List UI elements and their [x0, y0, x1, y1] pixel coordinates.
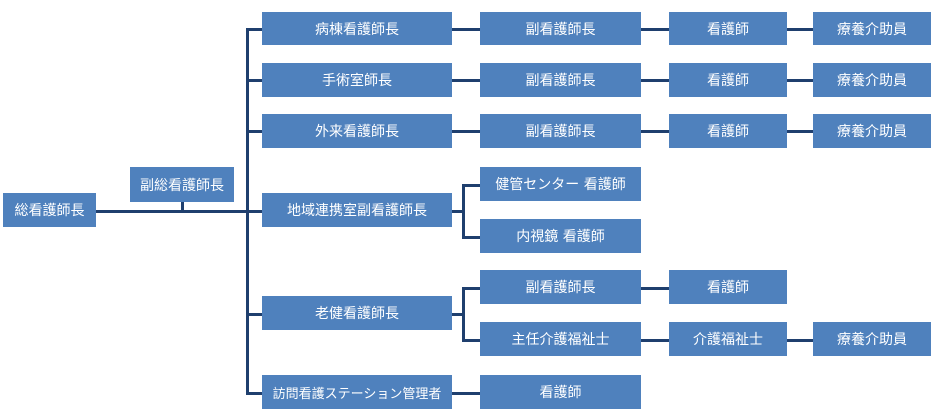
- connector-row2: [246, 79, 262, 82]
- connector-deputy-drop: [181, 202, 184, 210]
- connector-r3-c: [787, 130, 813, 133]
- node-outpatient-care-assistant: 療養介助員: [813, 114, 931, 148]
- node-deputy-director: 副総看護師長: [130, 167, 234, 202]
- node-community-deputy: 地域連携室副看護師長: [262, 193, 452, 227]
- node-ward-care-assistant: 療養介助員: [813, 12, 931, 45]
- connector-r6-a: [452, 392, 480, 395]
- connector-row6: [246, 392, 262, 395]
- connector-r4-bottom: [462, 236, 480, 239]
- node-visiting-manager: 訪問看護ステーション管理者: [262, 375, 452, 409]
- connector-r3-a: [452, 130, 480, 133]
- connector-row3: [246, 130, 262, 133]
- node-health-center-nurse: 健管センター 看護師: [480, 167, 641, 201]
- connector-r5-top-b: [641, 287, 669, 290]
- connector-r4-stub: [452, 210, 464, 213]
- connector-row4: [246, 210, 262, 213]
- node-visiting-nurse: 看護師: [480, 375, 641, 409]
- connector-r4-fork: [462, 184, 465, 238]
- connector-r5-bottom-b: [641, 339, 669, 342]
- connector-r3-b: [641, 130, 669, 133]
- connector-row1: [246, 28, 262, 31]
- node-surgery-head: 手術室師長: [262, 63, 452, 97]
- connector-r5-stub: [452, 313, 464, 316]
- node-ward-deputy: 副看護師長: [480, 12, 641, 45]
- connector-r5-top: [462, 287, 480, 290]
- node-surgery-deputy: 副看護師長: [480, 63, 641, 97]
- connector-r2-b: [641, 79, 669, 82]
- connector-r1-b: [641, 28, 669, 31]
- node-elderly-head: 老健看護師長: [262, 296, 452, 330]
- node-elderly-nurse: 看護師: [669, 270, 787, 304]
- connector-r4-top: [462, 184, 480, 187]
- node-director: 総看護師長: [3, 193, 96, 227]
- node-elderly-care-assistant: 療養介助員: [813, 322, 931, 356]
- connector-r1-c: [787, 28, 813, 31]
- connector-r1-a: [452, 28, 480, 31]
- connector-r5-bottom: [462, 339, 480, 342]
- node-surgery-care-assistant: 療養介助員: [813, 63, 931, 97]
- connector-director-trunk: [96, 210, 248, 213]
- node-surgery-nurse: 看護師: [669, 63, 787, 97]
- node-outpatient-nurse: 看護師: [669, 114, 787, 148]
- node-care-worker: 介護福祉士: [669, 322, 787, 356]
- node-outpatient-head: 外来看護師長: [262, 114, 452, 148]
- connector-r5-fork: [462, 287, 465, 341]
- node-endoscopy-nurse: 内視鏡 看護師: [480, 219, 641, 253]
- node-ward-nurse: 看護師: [669, 12, 787, 45]
- node-elderly-deputy: 副看護師長: [480, 270, 641, 304]
- connector-r5-bottom-c: [787, 339, 813, 342]
- connector-r2-c: [787, 79, 813, 82]
- connector-row5: [246, 313, 262, 316]
- node-chief-care-worker: 主任介護福祉士: [480, 322, 641, 356]
- node-ward-head: 病棟看護師長: [262, 12, 452, 45]
- node-outpatient-deputy: 副看護師長: [480, 114, 641, 148]
- connector-r2-a: [452, 79, 480, 82]
